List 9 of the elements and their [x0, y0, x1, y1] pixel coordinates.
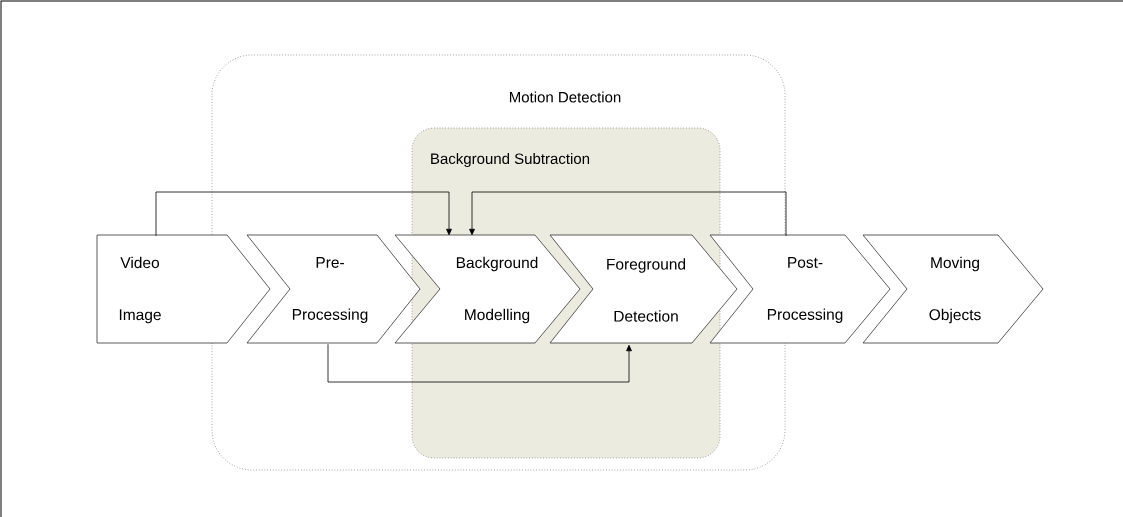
process-step: Video Image — [96, 234, 271, 344]
process-step: Post- Processing — [709, 234, 891, 344]
process-step: Moving Objects — [862, 234, 1044, 344]
process-step: Pre- Processing — [246, 234, 421, 344]
arrow — [469, 191, 787, 237]
arrow — [327, 343, 632, 383]
process-step: Background Modelling — [394, 234, 581, 344]
process-step: Foreground Detection — [549, 234, 738, 344]
arrow — [155, 191, 452, 237]
